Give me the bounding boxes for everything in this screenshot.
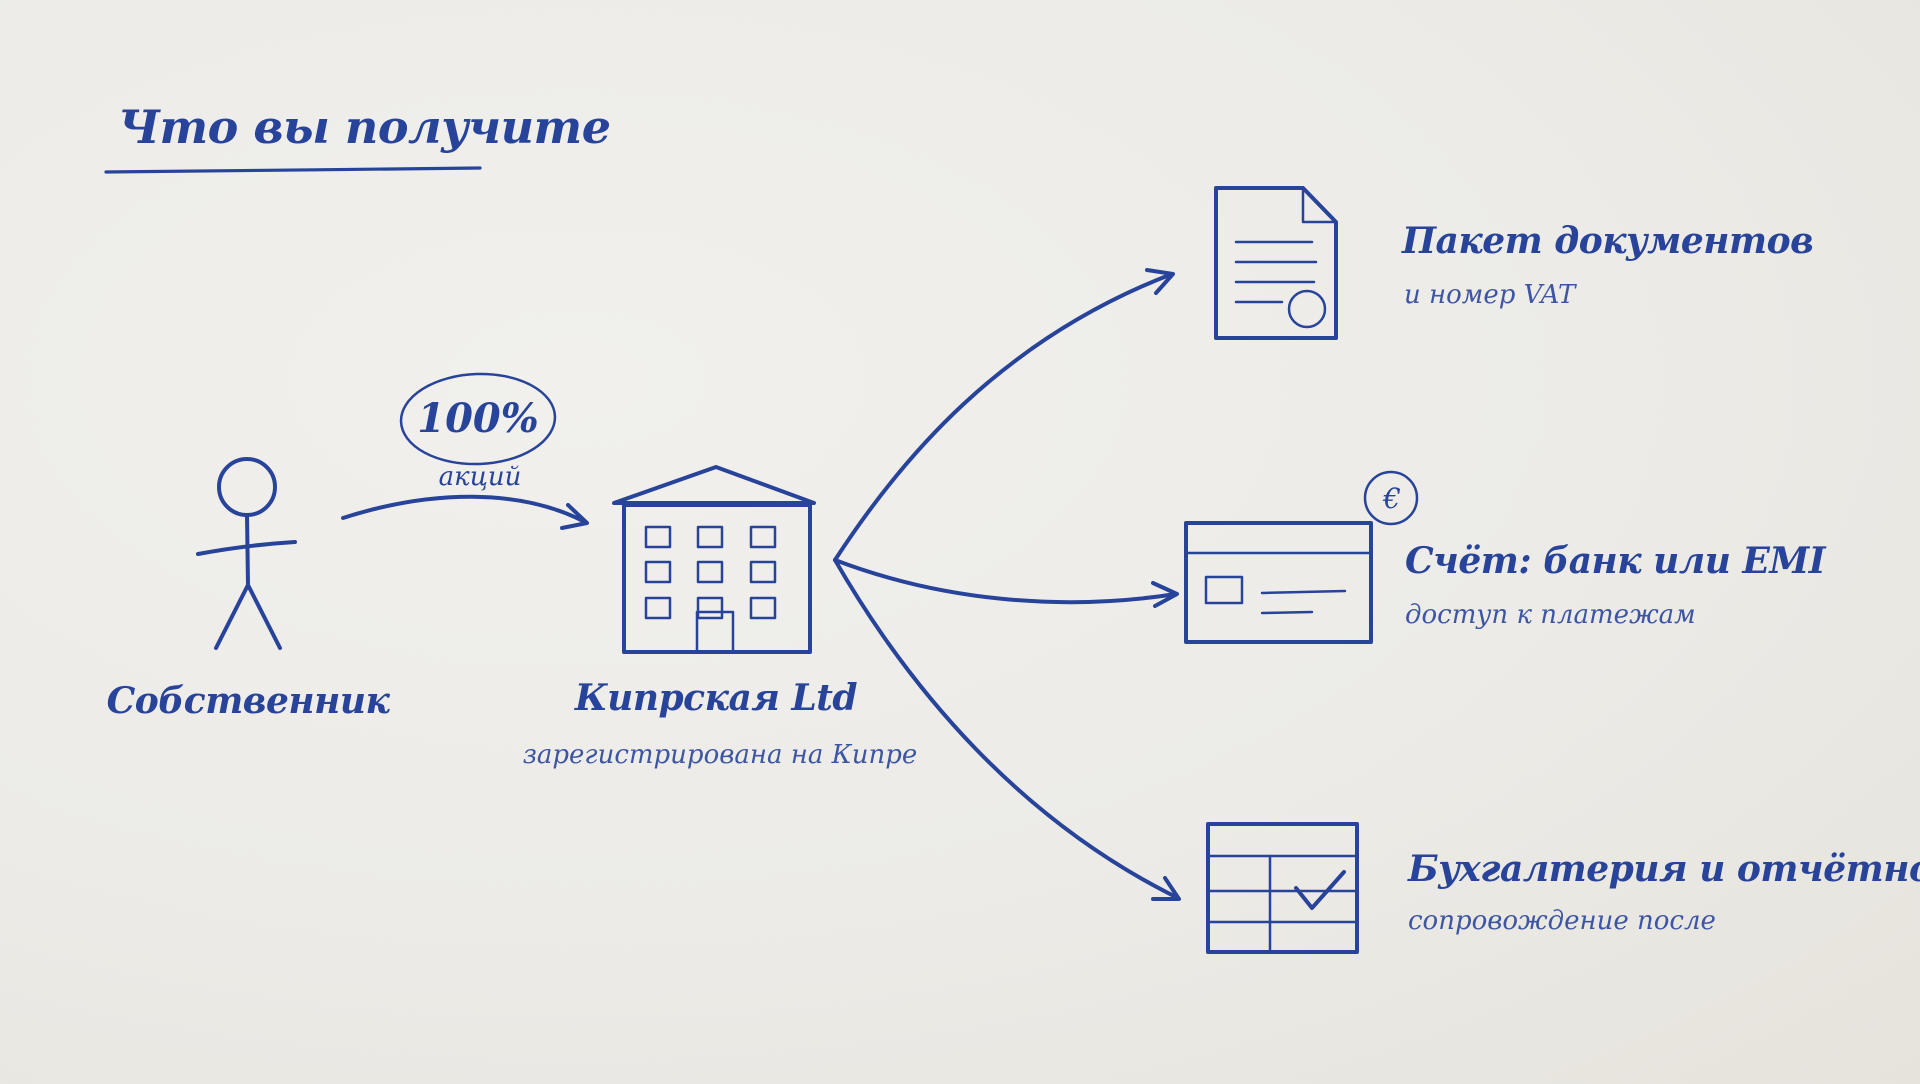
arrow-to-account: [833, 558, 1179, 608]
shares-ellipse: [399, 372, 557, 466]
owner-label: Собственник: [106, 680, 390, 722]
documents-sublabel: и номер VAT: [1404, 280, 1576, 310]
accounting-label: Бухгалтерия и отчётность: [1408, 848, 1920, 890]
company-sublabel: зарегистрирована на Кипре: [522, 740, 918, 770]
account-sublabel: доступ к платежам: [1405, 600, 1696, 630]
arrow-to-documents: [833, 268, 1175, 562]
title-underline: [104, 166, 482, 174]
shares-percent: 100%: [417, 395, 539, 442]
spreadsheet-check-icon: [1206, 822, 1359, 954]
euro-badge: €: [1383, 482, 1401, 515]
arrow-owner-to-company: [341, 494, 589, 530]
euro-badge-circle: [1363, 470, 1419, 526]
company-label: Кипрская Ltd: [574, 677, 858, 719]
documents-label: Пакет документов: [1402, 220, 1814, 262]
document-icon: [1214, 186, 1338, 340]
person-icon: [196, 457, 297, 650]
page-title: Что вы получите: [118, 100, 611, 154]
accounting-sublabel: сопровождение после: [1408, 906, 1716, 936]
arrow-to-accounting: [833, 558, 1181, 901]
bank-card-icon: [1184, 521, 1373, 644]
shares-caption: акций: [438, 462, 522, 492]
building-icon: [612, 465, 816, 654]
account-label: Счёт: банк или EMI: [1405, 540, 1826, 582]
